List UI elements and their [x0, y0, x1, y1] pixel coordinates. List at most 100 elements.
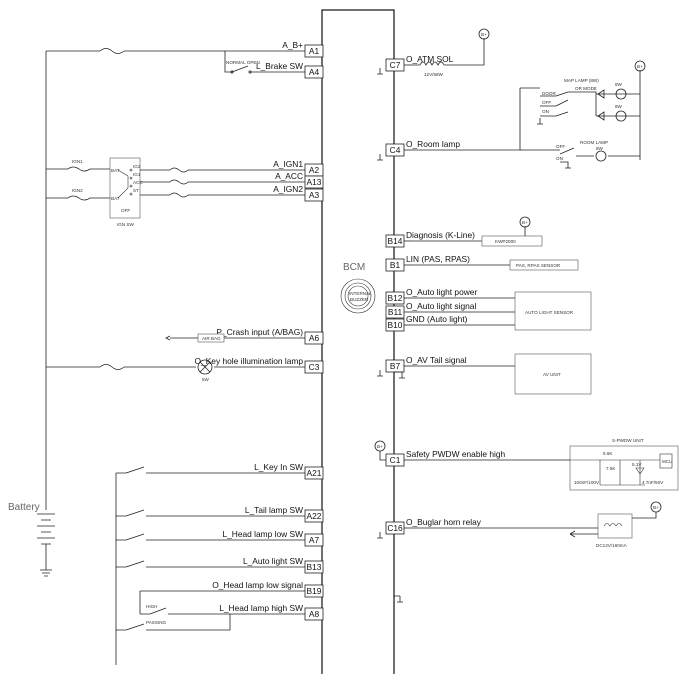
left-signal-label: L_Auto light SW: [243, 556, 303, 566]
head-low-signal-wire: [139, 590, 305, 614]
left-pin-label: A13: [307, 177, 322, 187]
map-door-label: DOOR: [542, 91, 556, 96]
left-signal-label: L_Head lamp high SW: [219, 603, 303, 613]
key-in-switch-icon: [125, 466, 145, 474]
relay-coil-icon: [603, 523, 623, 527]
room-lamp-bulb-icon: [595, 150, 607, 162]
airbag-box: [197, 333, 225, 343]
ign1-fuse-label: IGN1: [72, 159, 83, 164]
ign-switch-label: IGN SW: [117, 222, 135, 227]
lamp-rating-label: 5W: [202, 377, 210, 382]
ign-term-bat-1: BAT: [111, 168, 120, 173]
bcm-label: BCM: [343, 262, 365, 273]
tail-switch-icon: [125, 509, 145, 517]
pwdw-circuit-icon: [570, 453, 673, 486]
right-signal-label: O_Room lamp: [406, 139, 460, 149]
ign2-fuse-label: IGN2: [72, 188, 83, 193]
map-lamp-label: MAP LAMP (8W): [564, 78, 599, 83]
left-pin-label: B13: [307, 562, 322, 572]
b-plus-label-5: B+: [653, 505, 659, 510]
battery-icon: [37, 513, 55, 577]
left-signal-label: L_Tail lamp SW: [245, 505, 303, 515]
right-pin-label: C4: [390, 145, 401, 155]
pwdw-part-3: 5.1V: [632, 462, 642, 467]
b-plus-label-3: B+: [522, 220, 528, 225]
right-signal-label: Safety PWDW enable high: [406, 449, 505, 459]
left-signal-label: L_Key In SW: [254, 462, 303, 472]
left-signal-label: A_IGN1: [273, 159, 303, 169]
ign-fuses-icon: [169, 167, 189, 198]
pas-label: PAS, RPAS SENSOR: [516, 263, 561, 268]
room-8w-label: 8W: [596, 146, 604, 151]
ign-switch-contacts-icon: [117, 168, 133, 199]
b-plus-node-5: [650, 501, 662, 513]
map-lamp-circuit: [568, 70, 641, 160]
svg-text:BUZZER: BUZZER: [350, 297, 369, 302]
b-plus-node-3: [519, 216, 531, 228]
ign-term-acc: ACC: [133, 180, 143, 185]
right-signal-label: LIN (PAS, RPAS): [406, 254, 470, 264]
passing-switch-icon: [125, 623, 145, 631]
auto-light-sensor-box: [514, 291, 592, 331]
left-pin-label: C3: [309, 362, 320, 372]
left-pin-label: A6: [309, 333, 320, 343]
b-plus-label-2: B+: [637, 64, 643, 69]
pas-box: [509, 259, 579, 271]
sol-rating-label: 12V/58W: [424, 72, 444, 77]
right-signal-label: O_AV Tail signal: [406, 355, 467, 365]
ign-term-st: ST: [133, 188, 139, 193]
ign-term-ig1: IG1: [133, 172, 141, 177]
map-or-mode-label: OR MODE: [575, 86, 597, 91]
left-pin-group: A1A_B+A4L_Brake SWA2A_IGN1A13A_ACCA3A_IG…: [195, 40, 324, 621]
passing-label: PASSING: [146, 620, 167, 625]
right-pin-label: B1: [390, 260, 401, 270]
pwdw-unit-label: S-PWDW UNIT: [612, 438, 644, 443]
auto-light-switch-icon: [125, 560, 145, 568]
atm-sol-wire: [412, 38, 485, 66]
lamp-icon: [197, 359, 213, 375]
left-signal-label: A_ACC: [275, 171, 303, 181]
b-plus-node-1: [478, 28, 490, 40]
right-pin-label: B10: [388, 320, 403, 330]
ign-term-ig2: IG2: [133, 164, 141, 169]
key-lamp-fuse-icon: [99, 364, 125, 370]
pwdw-part-4: 100nF/100V: [574, 480, 600, 485]
pwdw-part-5: 4.7nF/50V: [642, 480, 664, 485]
ign-term-bat-2: BAT: [111, 196, 120, 201]
pwdw-part-2: 7.5K: [606, 466, 616, 471]
right-signal-label: O_ATM SOL: [406, 54, 454, 64]
right-pin-label: C1: [390, 455, 401, 465]
av-unit-label: AV UNIT: [543, 372, 561, 377]
left-signal-label: A_B+: [282, 40, 303, 50]
horn-relay-box: [597, 513, 633, 539]
right-pin-label: B14: [388, 236, 403, 246]
left-pin-label: A2: [309, 165, 320, 175]
fuse-icon: [99, 48, 125, 54]
airbag-label: AIR BAG: [202, 336, 221, 341]
left-signal-label: O_Key hole illumination lamp: [195, 356, 304, 366]
left-signal-label: A_IGN2: [273, 184, 303, 194]
right-pin-label: B11: [388, 307, 403, 317]
map-lamp-wire: [520, 87, 569, 117]
auto-light-sensor-label: AUTO LIGHT SENSOR: [525, 310, 574, 315]
room-on-label: ON: [556, 156, 563, 161]
ign2-fuse-icon: [67, 195, 91, 201]
left-signal-label: O_Head lamp low signal: [212, 580, 303, 590]
left-pin-label: A21: [307, 468, 322, 478]
ign1-fuse-icon: [67, 166, 91, 172]
map-lamp-bulb-icon: [597, 88, 627, 122]
relay-rating-label: DC12V/160mA: [596, 543, 628, 548]
battery-label: Battery: [8, 502, 40, 513]
ign-feed-wire: [46, 168, 112, 199]
right-signal-label: O_Buglar horn relay: [406, 517, 482, 527]
internal-buzzer-icon: INTERNAL BUZZER: [340, 278, 376, 314]
b-plus-label-1: B+: [481, 32, 487, 37]
high-label: HIGH: [146, 604, 157, 609]
map-8w-b: 8W: [615, 104, 623, 109]
pwdw-part-1: 5.6K: [603, 451, 613, 456]
b-plus-label-4: B+: [377, 444, 383, 449]
right-signal-label: O_Auto light signal: [406, 301, 476, 311]
map-8w-a: 8W: [615, 82, 623, 87]
